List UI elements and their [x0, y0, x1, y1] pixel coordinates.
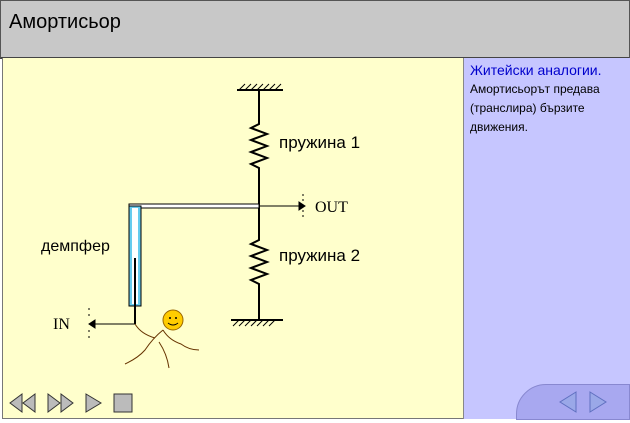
- damper-label: демпфер: [41, 238, 110, 255]
- window-title: Амортисьор: [9, 11, 121, 33]
- navigation-box: [516, 384, 630, 420]
- spring-2-label: пружина 2: [279, 246, 360, 265]
- spring-1: [248, 90, 270, 208]
- stop-icon[interactable]: [112, 392, 134, 414]
- next-arrow-icon[interactable]: [588, 390, 610, 414]
- spring-1-label: пружина 1: [279, 133, 360, 152]
- shock-absorber-diagram: пружина 1 пружина 2 демпфер OUT IN: [41, 83, 360, 369]
- play-icon[interactable]: [84, 392, 104, 414]
- diagram-stage: пружина 1 пружина 2 демпфер OUT IN: [2, 58, 463, 419]
- rewind-icon[interactable]: [8, 392, 38, 414]
- out-arrow-icon: [259, 194, 306, 217]
- title-bar: Амортисьор: [0, 0, 630, 59]
- in-arrow-icon: [88, 308, 135, 338]
- top-ground-icon: [237, 83, 283, 91]
- junction-bar: [128, 203, 260, 209]
- prev-arrow-icon[interactable]: [556, 390, 578, 414]
- in-label: IN: [53, 316, 70, 333]
- side-heading: Житейски аналогии.: [470, 62, 602, 78]
- side-text-2: движения.: [470, 120, 528, 134]
- bottom-ground-icon: [231, 319, 283, 327]
- fast-forward-icon[interactable]: [46, 392, 76, 414]
- spring-2: [248, 208, 270, 320]
- side-text: Амортисьорът предава (транслира) бързите: [470, 82, 600, 115]
- stick-figure-icon: [124, 309, 200, 369]
- damper: [128, 205, 142, 324]
- out-label: OUT: [315, 199, 348, 216]
- side-panel: Житейски аналогии. Амортисьорът предава …: [463, 58, 630, 419]
